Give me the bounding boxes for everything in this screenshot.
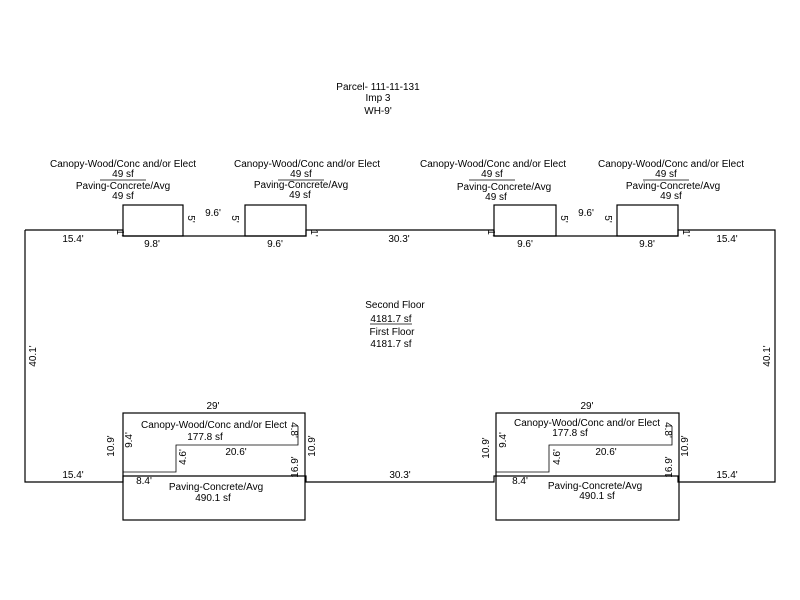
top-pad-1-canopy-area: 49 sf bbox=[112, 169, 134, 180]
top-between-pads-left: 9.6' bbox=[205, 208, 221, 219]
top-pad-2-paving-area: 49 sf bbox=[289, 190, 311, 201]
bottom-pad-1-right-lower: 16.9' bbox=[290, 456, 301, 477]
top-pad-1-paving-area: 49 sf bbox=[112, 191, 134, 202]
bottom-pad-1-canopy: Canopy-Wood/Conc and/or Elect bbox=[141, 420, 287, 431]
wall-height-label: WH-9' bbox=[364, 106, 392, 117]
top-pad-1-width: 9.8' bbox=[144, 239, 160, 250]
bottom-pad-2-notch-width: 8.4' bbox=[512, 476, 528, 487]
top-pad-3-canopy: Canopy-Wood/Conc and/or Elect bbox=[420, 159, 566, 170]
top-pad-4-canopy: Canopy-Wood/Conc and/or Elect bbox=[598, 159, 744, 170]
bottom-pad-1-right-small: 4.8' bbox=[288, 422, 299, 438]
bottom-pad-1-right-height: 10.9' bbox=[307, 435, 318, 456]
top-right-segment: 15.4' bbox=[716, 234, 737, 245]
bottom-pad-1-paving: Paving-Concrete/Avg bbox=[169, 482, 263, 493]
bottom-pad-1-canopy-area: 177.8 sf bbox=[187, 432, 223, 443]
bottom-pad-1-left-height: 10.9' bbox=[106, 435, 117, 456]
bottom-pad-2-width: 29' bbox=[580, 401, 593, 412]
top-pad-2-width: 9.6' bbox=[267, 239, 283, 250]
building-outline bbox=[24, 229, 776, 483]
bottom-middle-segment: 30.3' bbox=[389, 470, 410, 481]
bottom-pad-2-paving-area: 490.1 sf bbox=[579, 491, 615, 502]
bottom-left-segment: 15.4' bbox=[62, 470, 83, 481]
first-floor-area: 4181.7 sf bbox=[370, 339, 411, 350]
top-pad-2-paving: Paving-Concrete/Avg bbox=[254, 180, 348, 191]
bottom-pad-2-right-lower: 16.9' bbox=[664, 456, 675, 477]
bottom-pad-2-right-height: 10.9' bbox=[680, 435, 691, 456]
bottom-right-segment: 15.4' bbox=[716, 470, 737, 481]
bottom-pad-2-notch-depth: 4.6' bbox=[552, 449, 563, 465]
top-pad-3-width: 9.6' bbox=[517, 239, 533, 250]
top-pad-4-paving: Paving-Concrete/Avg bbox=[626, 181, 720, 192]
bottom-pad-2-paving: Paving-Concrete/Avg bbox=[548, 481, 642, 492]
top-pad-2-canopy-area: 49 sf bbox=[290, 169, 312, 180]
bottom-pad-1-paving-area: 490.1 sf bbox=[195, 493, 231, 504]
top-pad-3-paving: Paving-Concrete/Avg bbox=[457, 182, 551, 193]
top-middle-segment: 30.3' bbox=[388, 234, 409, 245]
left-side-dimension: 40.1' bbox=[28, 345, 39, 366]
bottom-pad-2-canopy: Canopy-Wood/Conc and/or Elect bbox=[514, 418, 660, 429]
top-pad-4-paving-area: 49 sf bbox=[660, 191, 682, 202]
top-between-pads-right: 9.6' bbox=[578, 208, 594, 219]
top-pad-3-canopy-area: 49 sf bbox=[481, 169, 503, 180]
bottom-pad-1-notch-height: 9.4' bbox=[124, 432, 135, 448]
top-pad-4-canopy-area: 49 sf bbox=[655, 169, 677, 180]
top-pad-1-side: 1' bbox=[114, 229, 125, 237]
bottom-pad-1-canopy-outline bbox=[123, 426, 299, 473]
bottom-pad-2-right-small: 4.8' bbox=[662, 422, 673, 438]
top-pad-4-width: 9.8' bbox=[639, 239, 655, 250]
top-pad-4-depth: 5' bbox=[602, 215, 613, 223]
bottom-pad-1-notch-width: 8.4' bbox=[136, 476, 152, 487]
first-floor-label: First Floor bbox=[370, 327, 416, 338]
parcel-label: Parcel- 111-11-131 bbox=[336, 82, 420, 93]
top-pad-3-depth: 5' bbox=[558, 215, 569, 223]
bottom-pad-2-canopy-outline bbox=[496, 426, 673, 473]
top-pad-1 bbox=[122, 204, 184, 237]
top-pad-4 bbox=[616, 204, 679, 237]
bottom-pad-1-width: 29' bbox=[206, 401, 219, 412]
top-pad-4-side: 1' bbox=[680, 229, 691, 237]
top-pad-2-canopy: Canopy-Wood/Conc and/or Elect bbox=[234, 159, 380, 170]
top-pad-2-side: 1' bbox=[308, 229, 319, 237]
top-pad-1-depth: 5' bbox=[185, 215, 196, 223]
bottom-pad-2-left-height: 10.9' bbox=[481, 437, 492, 458]
top-pad-2 bbox=[244, 204, 307, 237]
bottom-pad-2-notch-height: 9.4' bbox=[498, 432, 509, 448]
right-side-dimension: 40.1' bbox=[762, 345, 773, 366]
improvement-label: Imp 3 bbox=[365, 93, 390, 104]
top-pad-3-side: 1' bbox=[485, 229, 496, 237]
bottom-pad-1-notch-depth: 4.6' bbox=[178, 449, 189, 465]
top-pad-3 bbox=[493, 204, 557, 237]
bottom-pad-1-inner-width: 20.6' bbox=[225, 447, 246, 458]
top-left-segment: 15.4' bbox=[62, 234, 83, 245]
second-floor-area: 4181.7 sf bbox=[370, 314, 411, 325]
bottom-pad-2-outline bbox=[495, 412, 680, 521]
second-floor-label: Second Floor bbox=[365, 300, 425, 311]
bottom-pad-2-canopy-area: 177.8 sf bbox=[552, 428, 588, 439]
top-pad-3-paving-area: 49 sf bbox=[485, 192, 507, 203]
top-pad-1-canopy: Canopy-Wood/Conc and/or Elect bbox=[50, 159, 196, 170]
bottom-pad-1-outline bbox=[122, 412, 306, 521]
top-pad-1-paving: Paving-Concrete/Avg bbox=[76, 181, 170, 192]
top-pad-2-depth: 5' bbox=[229, 215, 240, 223]
bottom-pad-2-inner-width: 20.6' bbox=[595, 447, 616, 458]
